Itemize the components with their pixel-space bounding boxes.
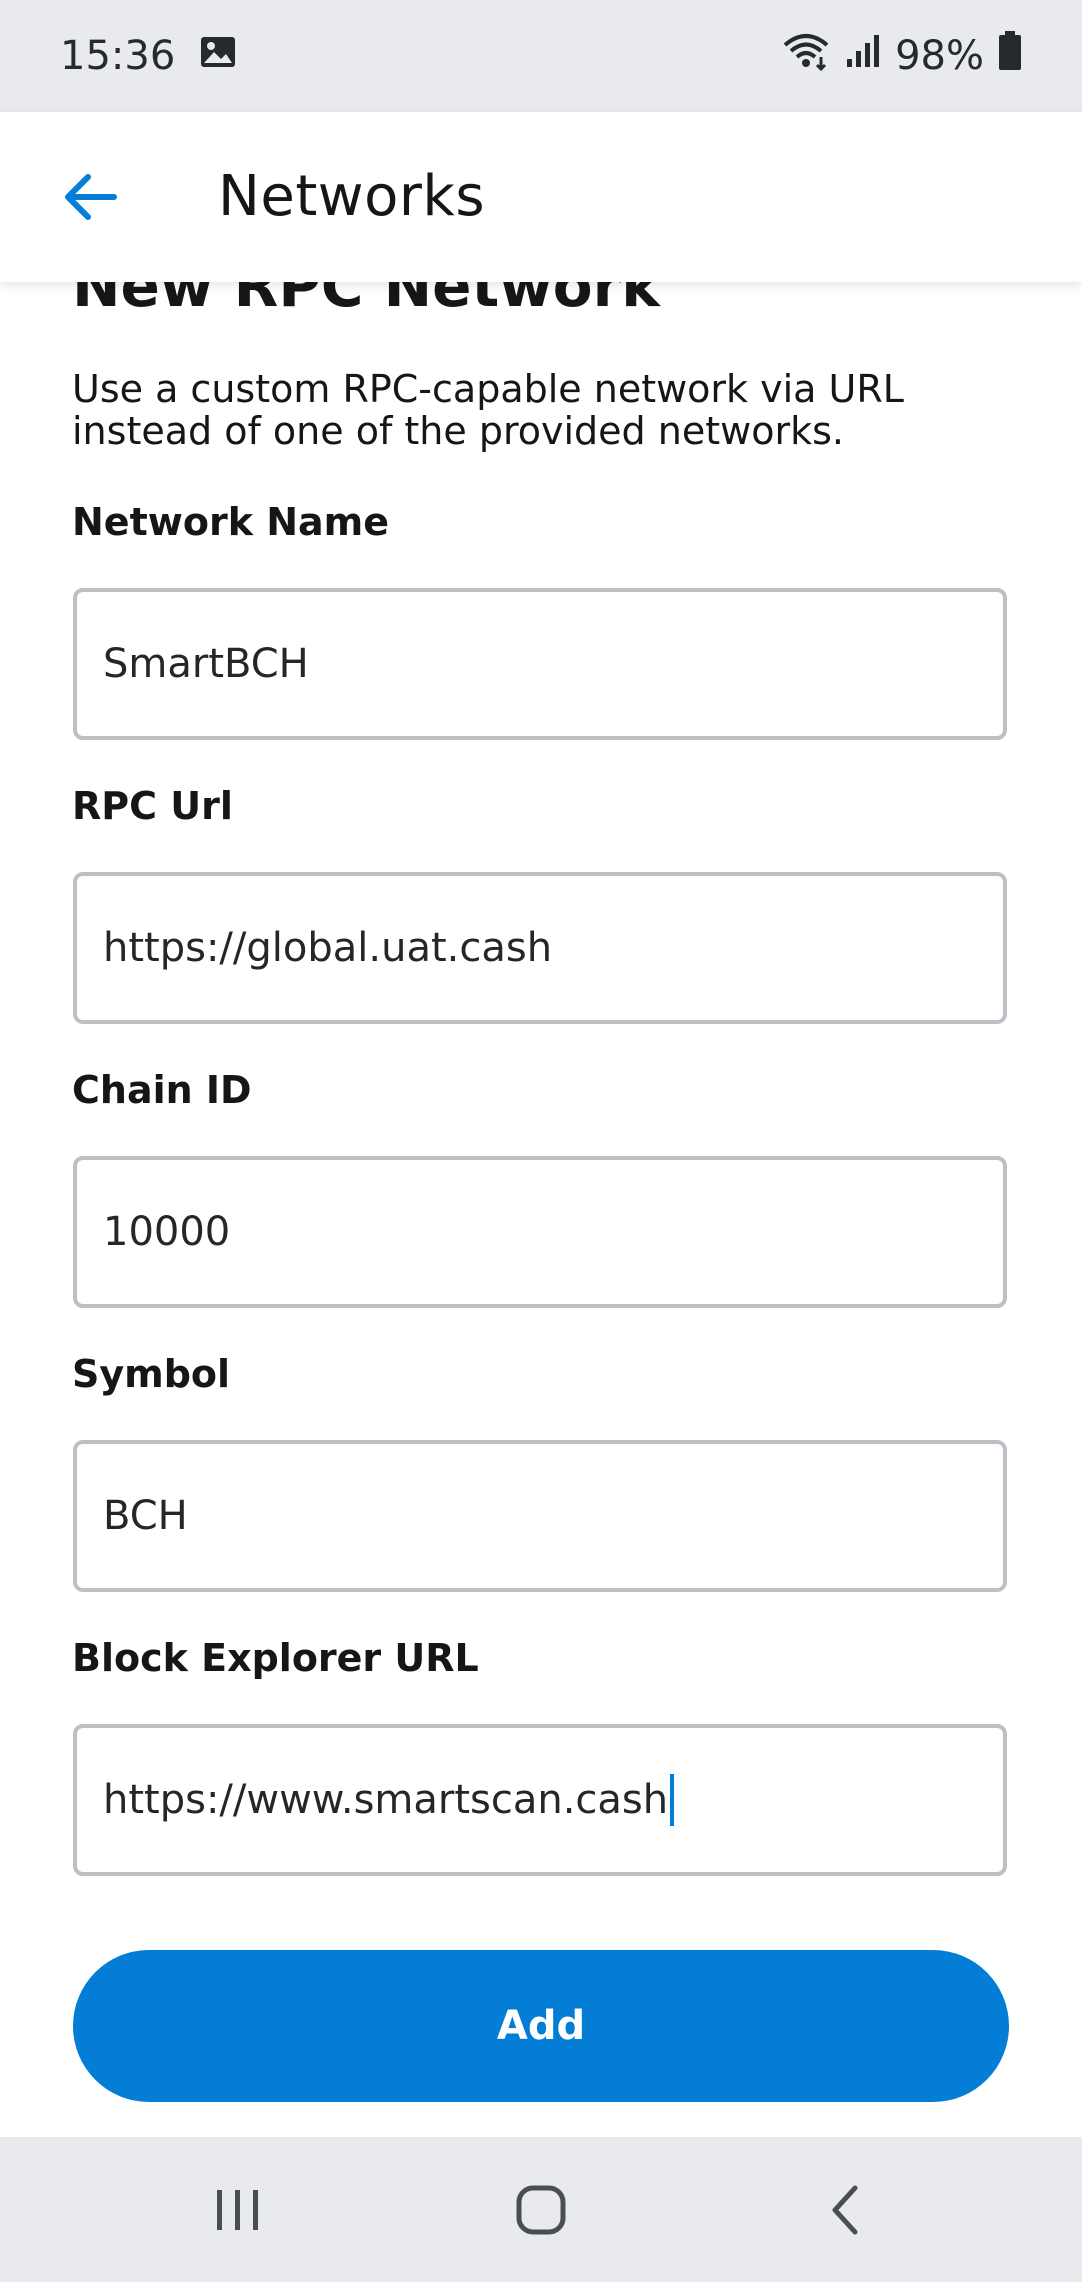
page-title: Networks	[218, 164, 485, 229]
network-name-value: SmartBCH	[103, 641, 309, 687]
chain-id-value: 10000	[103, 1209, 231, 1255]
recent-apps-icon	[213, 2186, 263, 2238]
symbol-value: BCH	[103, 1493, 188, 1539]
block-explorer-url-input[interactable]: https://www.smartscan.cash	[73, 1724, 1007, 1876]
recent-apps-button[interactable]	[193, 2167, 283, 2257]
wifi-icon	[781, 31, 831, 81]
add-button[interactable]: Add	[73, 1950, 1009, 2102]
app-header: Networks	[0, 112, 1082, 282]
gallery-icon	[199, 33, 237, 79]
rpc-url-input[interactable]: https://global.uat.cash	[73, 872, 1007, 1024]
navigation-bar	[0, 2137, 1082, 2282]
network-name-input[interactable]: SmartBCH	[73, 588, 1007, 740]
back-arrow-icon	[62, 172, 118, 226]
chain-id-input[interactable]: 10000	[73, 1156, 1007, 1308]
back-button[interactable]	[58, 167, 122, 231]
battery-level: 98%	[895, 33, 984, 79]
system-back-button[interactable]	[800, 2167, 890, 2257]
rpc-url-value: https://global.uat.cash	[103, 925, 553, 971]
add-button-label: Add	[496, 2003, 586, 2049]
status-time: 15:36	[60, 33, 176, 79]
chain-id-label: Chain ID	[72, 1068, 252, 1112]
home-icon	[515, 2184, 567, 2240]
signal-icon	[845, 33, 881, 79]
rpc-url-label: RPC Url	[72, 784, 233, 828]
home-button[interactable]	[496, 2167, 586, 2257]
block-explorer-url-label: Block Explorer URL	[72, 1636, 479, 1680]
status-indicators: 98%	[781, 31, 1022, 81]
back-icon	[827, 2184, 863, 2240]
status-bar: 15:36	[0, 0, 1082, 112]
section-description: Use a custom RPC-capable network via URL…	[72, 367, 904, 453]
text-caret	[670, 1774, 675, 1826]
battery-icon	[998, 31, 1022, 81]
network-name-label: Network Name	[72, 500, 390, 544]
symbol-label: Symbol	[72, 1352, 231, 1396]
symbol-input[interactable]: BCH	[73, 1440, 1007, 1592]
block-explorer-url-value: https://www.smartscan.cash	[103, 1777, 669, 1823]
